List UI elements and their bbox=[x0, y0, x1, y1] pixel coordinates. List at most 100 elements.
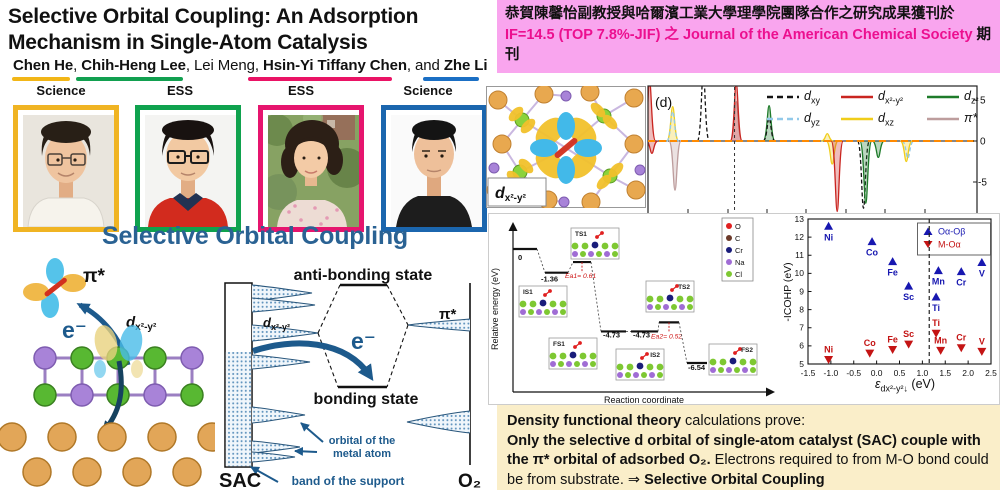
sac-label: SAC bbox=[219, 470, 261, 490]
energy-profile-plot: Relative energy (eV) Reaction coordinate… bbox=[490, 217, 775, 405]
conclusion-line1: Density functional theory calculations p… bbox=[507, 413, 806, 429]
dx2y2-orbital-lobes bbox=[530, 112, 602, 184]
scatter-legend: Oα-Oβ M-Oα bbox=[917, 222, 991, 256]
support-atoms bbox=[0, 422, 215, 487]
author-photo-3 bbox=[258, 105, 364, 232]
coupling-dashed-lines bbox=[317, 284, 409, 388]
pdos-curves bbox=[648, 86, 915, 213]
author-chen-he: Chen He bbox=[13, 57, 74, 74]
svg-text:0: 0 bbox=[518, 253, 522, 262]
structure-inset-TS2: TS2 bbox=[645, 280, 695, 313]
svg-text:IS1: IS1 bbox=[523, 289, 533, 296]
svg-text:Ea1= 0.61: Ea1= 0.61 bbox=[565, 273, 596, 280]
svg-text:6: 6 bbox=[799, 341, 804, 351]
svg-text:-0.5: -0.5 bbox=[846, 368, 861, 378]
svg-text:-1.5: -1.5 bbox=[801, 368, 816, 378]
svg-text:Fe: Fe bbox=[887, 268, 898, 278]
structure-inset-IS2: IS2 bbox=[615, 348, 665, 381]
author-zhe-li: Zhe Li bbox=[443, 57, 488, 74]
svg-text:Ni: Ni bbox=[824, 232, 833, 242]
coupling-illustration: π* e⁻ dx²-y² bbox=[0, 258, 215, 487]
author-photo-4 bbox=[381, 105, 487, 232]
svg-text:12: 12 bbox=[795, 232, 805, 242]
underline-author-3 bbox=[248, 77, 392, 81]
underline-author-2 bbox=[76, 77, 183, 81]
svg-text:TS1: TS1 bbox=[575, 231, 587, 238]
band-coupling-diagram: anti-bonding state bonding state dx²-y² … bbox=[219, 267, 481, 490]
svg-text:Cr: Cr bbox=[735, 246, 743, 255]
scatter-ylabel: -ICOHP (eV) bbox=[783, 262, 794, 321]
svg-text:Ni: Ni bbox=[824, 344, 833, 354]
svg-text:Sc: Sc bbox=[903, 292, 914, 302]
svg-text:Cl: Cl bbox=[735, 270, 742, 279]
structure-inset-FS1: FS1 bbox=[548, 337, 598, 370]
svg-text:Mn: Mn bbox=[932, 277, 945, 287]
svg-text:Ti: Ti bbox=[932, 318, 940, 328]
paper-title-line1: Selective Orbital Coupling: An Adsorptio… bbox=[8, 5, 419, 28]
conclusion-box: Density functional theory calculations p… bbox=[497, 405, 1000, 490]
svg-text:C: C bbox=[735, 234, 741, 243]
photo-border-4 bbox=[381, 105, 487, 232]
svg-text:Co: Co bbox=[866, 248, 878, 258]
o2-label: O₂ bbox=[458, 471, 481, 490]
structure-inset-FS2: FS2 bbox=[708, 343, 758, 376]
orbital-isosurface-panel: dx²-y² bbox=[486, 86, 646, 208]
author-photo-2 bbox=[135, 105, 241, 232]
orbital-note-line2: metal atom bbox=[333, 448, 391, 460]
svg-text:-1.36: -1.36 bbox=[541, 275, 558, 284]
svg-text:7: 7 bbox=[799, 323, 804, 333]
svg-text:13: 13 bbox=[795, 214, 805, 224]
svg-text:IS2: IS2 bbox=[650, 352, 660, 359]
announcement-body: 與哈爾濱工業大學理學院團隊合作之研究成果獲刊於 bbox=[621, 6, 955, 22]
legend-pi-star: π* bbox=[927, 111, 978, 125]
svg-text:-4.73: -4.73 bbox=[603, 330, 620, 339]
na-atoms bbox=[488, 90, 646, 208]
sac-filled-band bbox=[225, 352, 252, 467]
diagram-heading: Selective Orbital Coupling bbox=[102, 222, 408, 250]
affiliation-label-1: Science bbox=[36, 83, 86, 98]
bonding-label: bonding state bbox=[314, 391, 419, 408]
svg-text:10: 10 bbox=[795, 268, 805, 278]
ytick-0: 0 bbox=[980, 137, 986, 148]
svg-text:Oα-Oβ: Oα-Oβ bbox=[938, 227, 965, 237]
svg-text:0.0: 0.0 bbox=[871, 368, 883, 378]
svg-text:Mn: Mn bbox=[934, 335, 947, 345]
underline-author-1 bbox=[12, 77, 70, 81]
svg-text:5: 5 bbox=[799, 359, 804, 369]
announcement-journal-highlight: IF=14.5 (TOP 7.8%-JIF) 之 Journal of the … bbox=[505, 26, 977, 43]
svg-text:1.5: 1.5 bbox=[939, 368, 951, 378]
scatter-xlabel: εdx²-y²↓ (eV) bbox=[874, 377, 936, 394]
orbital-label-box bbox=[487, 177, 547, 207]
electron-label: e⁻ bbox=[62, 317, 87, 343]
svg-text:Co: Co bbox=[864, 338, 876, 348]
o2-orbital-peaks bbox=[406, 318, 471, 434]
underline-author-4 bbox=[423, 77, 479, 81]
svg-text:Cr: Cr bbox=[956, 278, 966, 288]
affiliation-label-3: ESS bbox=[287, 83, 315, 98]
svg-text:2.0: 2.0 bbox=[962, 368, 974, 378]
band-note: band of the support bbox=[292, 474, 405, 488]
pdos-plot: 5 0 -5 (d) bbox=[647, 85, 987, 215]
pi-star-label: π* bbox=[83, 266, 106, 287]
atom-legend: O C Cr Na Cl bbox=[721, 217, 754, 282]
structure-inset-IS1: IS1 bbox=[518, 285, 568, 318]
svg-text:0.5: 0.5 bbox=[894, 368, 906, 378]
svg-text:FS2: FS2 bbox=[741, 347, 753, 354]
svg-text:Na: Na bbox=[735, 258, 745, 267]
announcement-professor-name: 陳馨怡副教授 bbox=[534, 6, 621, 22]
svg-text:9: 9 bbox=[799, 286, 804, 296]
svg-text:11: 11 bbox=[795, 250, 804, 260]
electron-flow-arrow bbox=[252, 340, 374, 381]
svg-text:M-Oα: M-Oα bbox=[938, 240, 961, 250]
svg-text:-4.73: -4.73 bbox=[633, 330, 650, 339]
ytick-5: 5 bbox=[980, 96, 986, 107]
svg-text:Fe: Fe bbox=[887, 335, 898, 345]
x-ticks bbox=[687, 99, 977, 213]
energy-xlabel: Reaction coordinate bbox=[604, 395, 684, 405]
metal-orbital-peaks bbox=[251, 284, 319, 463]
annotation-arrows bbox=[250, 422, 324, 483]
structure-inset-TS1: TS1 bbox=[570, 227, 620, 260]
